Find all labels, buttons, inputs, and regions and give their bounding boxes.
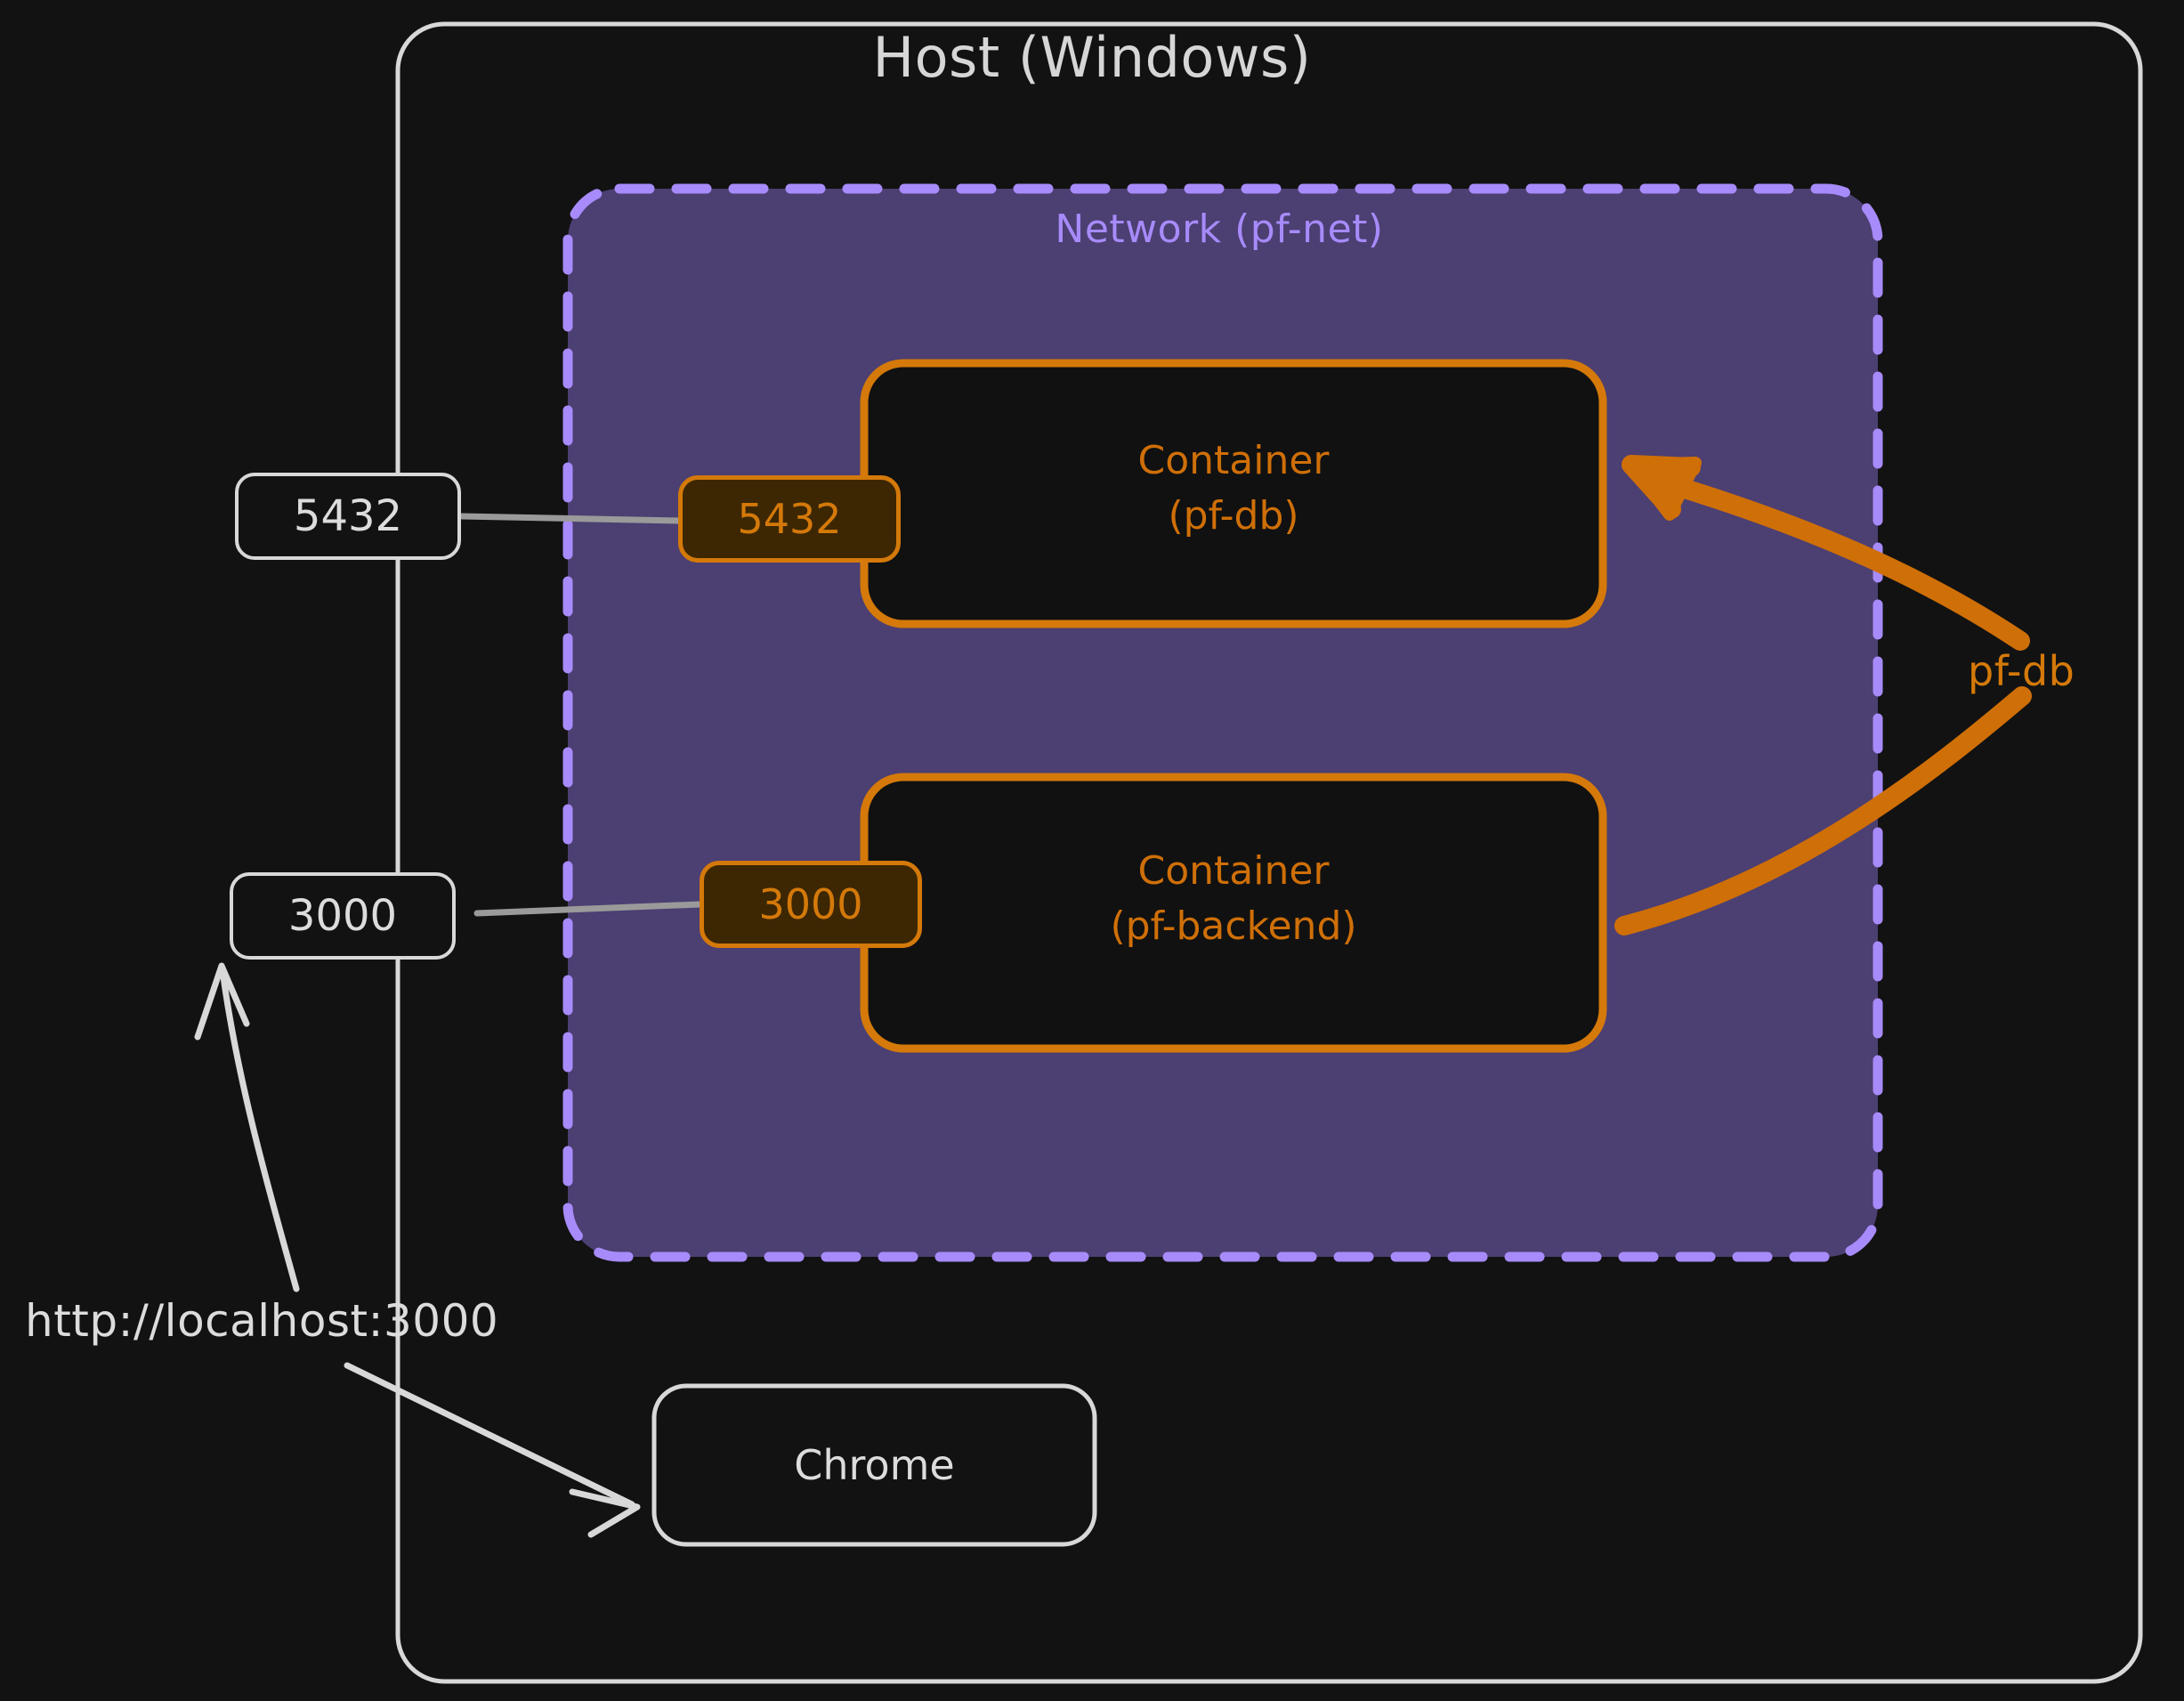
container-port-chip-5432[interactable]: 5432 <box>678 475 901 563</box>
container-port-chip-5432-label: 5432 <box>737 495 842 543</box>
container-port-chip-3000-label: 3000 <box>758 880 863 928</box>
dns-alias-label: pf-db <box>1968 647 2075 695</box>
chrome-box-shape[interactable] <box>651 1383 1097 1547</box>
chrome-box[interactable]: Chrome <box>654 1386 1095 1544</box>
container-port-chip-3000[interactable]: 3000 <box>700 861 922 948</box>
browser-arrow-to-chrome <box>344 1362 635 1508</box>
browser-arrow-to-port <box>219 967 300 1292</box>
localhost-url-label: http://localhost:3000 <box>25 1295 499 1347</box>
host-port-box-3000-label: 3000 <box>287 891 398 941</box>
dns-arrow-upper <box>1663 475 2030 651</box>
host-boundary <box>395 21 2143 1684</box>
container-label-line2: (pf-backend) <box>1110 903 1357 950</box>
dns-arrow-upper-head-fill <box>1625 457 1702 521</box>
host-title: Host (Windows) <box>872 25 1312 90</box>
container-label-line1: Container <box>1137 848 1330 894</box>
browser-arrow-to-port-head <box>194 962 250 1041</box>
container-label-pf-backend: Container (pf-backend) <box>860 844 1607 955</box>
container-label-line1: Container <box>1137 438 1330 483</box>
network-title: Network (pf-net) <box>1055 207 1384 252</box>
connector-line-3000 <box>473 901 703 917</box>
container-label-line2: (pf-db) <box>1168 493 1299 539</box>
host-port-box-3000[interactable]: 3000 <box>230 872 456 960</box>
dns-arrow-lower <box>1614 686 2032 936</box>
host-port-box-5432-label: 5432 <box>293 491 403 541</box>
container-label-pf-db: Container (pf-db) <box>860 433 1607 545</box>
browser-arrow-to-chrome-head <box>569 1488 641 1538</box>
chrome-box-label: Chrome <box>794 1441 955 1489</box>
connector-line-5432 <box>458 513 682 524</box>
host-port-box-5432[interactable]: 5432 <box>235 473 461 560</box>
